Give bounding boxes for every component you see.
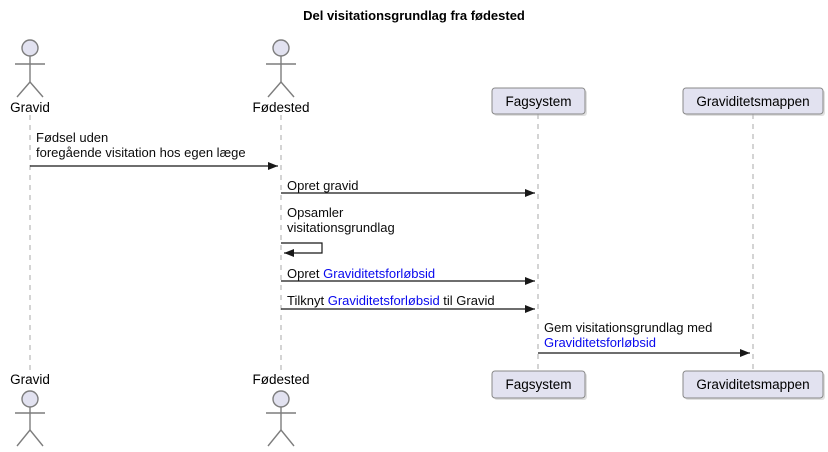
arrow-self-opsamler bbox=[281, 242, 323, 257]
participant-box-graviditetsmappen-top bbox=[682, 87, 825, 116]
participant-box-fagsystem-bottom bbox=[491, 370, 587, 400]
participant-label-graviditetsmappen-bottom: Graviditetsmappen bbox=[696, 377, 810, 392]
message-text-opsamler: Opsamler visitationsgrundlag bbox=[287, 205, 395, 235]
actor-head bbox=[21, 390, 39, 408]
message-text-tilknyt: Tilknyt Graviditetsforløbsid til Gravid bbox=[287, 293, 495, 308]
actor-label-gravid-bottom: Gravid bbox=[10, 372, 50, 387]
lifelines bbox=[29, 114, 754, 371]
actor-figure-gravid-bottom bbox=[15, 390, 45, 447]
actor-label-fodested-top: Fødested bbox=[252, 100, 310, 115]
graviditetsforlobsid-link[interactable]: Graviditetsforløbsid bbox=[544, 335, 656, 350]
participant-label-graviditetsmappen-top: Graviditetsmappen bbox=[696, 93, 810, 109]
diagram-title: Del visitationsgrundlag fra fødested bbox=[303, 8, 525, 23]
actor-head bbox=[21, 39, 39, 57]
actor-head bbox=[272, 39, 290, 57]
message-arrows bbox=[30, 162, 750, 357]
participant-box-graviditetsmappen-bottom bbox=[682, 370, 825, 400]
message-text-opret-gravid: Opret gravid bbox=[287, 178, 359, 193]
message-text-opret-graviditetsforlobsid: Opret Graviditetsforløbsid bbox=[287, 266, 436, 281]
actor-label-gravid-top: Gravid bbox=[10, 100, 50, 115]
actor-head bbox=[272, 390, 290, 408]
participant-label-fagsystem-bottom: Fagsystem bbox=[505, 377, 572, 392]
message-text-fodsel-uden: Fødsel uden foregående visitation hos eg… bbox=[36, 130, 246, 160]
participant-box-fagsystem-top bbox=[491, 87, 587, 116]
message-text-gem-visitationsgrundlag: Gem visitationsgrundlag med Graviditetsf… bbox=[544, 320, 713, 350]
graviditetsforlobsid-link[interactable]: Graviditetsforløbsid bbox=[327, 293, 440, 308]
participant-label-fagsystem-top: Fagsystem bbox=[505, 93, 572, 109]
actor-label-fodested-bottom: Fødested bbox=[252, 372, 310, 387]
actor-figure-fodested-bottom bbox=[266, 390, 296, 447]
actor-figure-gravid-top bbox=[15, 39, 45, 98]
actor-figure-fodested-top bbox=[266, 39, 296, 98]
graviditetsforlobsid-link[interactable]: Graviditetsforløbsid bbox=[323, 266, 436, 281]
